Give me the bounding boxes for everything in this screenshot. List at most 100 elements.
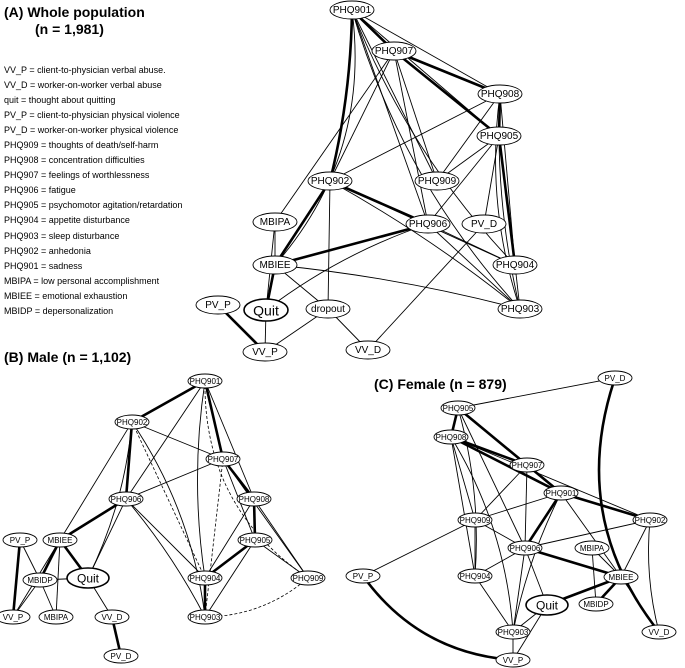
node-ellipse bbox=[307, 171, 353, 191]
edge-phq907-to-phq902 bbox=[329, 50, 395, 182]
edge-phq905-to-phq903 bbox=[204, 539, 256, 618]
edge-phq902-to-vv_d bbox=[648, 519, 660, 633]
node-phq908: PHQ908 bbox=[477, 84, 523, 104]
node-phq907: PHQ907 bbox=[205, 451, 241, 467]
node-pv-d: PV_D bbox=[597, 370, 633, 386]
node-label: PHQ901 bbox=[333, 5, 372, 16]
node-label: PHQ905 bbox=[443, 404, 474, 413]
node-ellipse bbox=[38, 609, 74, 625]
node-ellipse bbox=[632, 512, 668, 528]
edge-phq901-to-phq904 bbox=[197, 380, 206, 579]
node-ellipse bbox=[290, 570, 326, 586]
node-label: VV_P bbox=[3, 613, 23, 622]
edge-phq902-to-phq907 bbox=[131, 421, 224, 460]
edge-mbipa-to-mbidp bbox=[591, 547, 597, 605]
node-quit: Quit bbox=[66, 567, 110, 589]
node-vv-p: VV_P bbox=[495, 652, 531, 668]
node-ellipse bbox=[108, 491, 144, 507]
edge-phq907-to-phq906 bbox=[393, 50, 429, 225]
edge-phq901-to-phq903 bbox=[351, 9, 521, 310]
edge-phq908-to-phq909 bbox=[436, 93, 501, 182]
node-label: PHQ908 bbox=[239, 495, 270, 504]
legend-item: PHQ908 = concentration difficulties bbox=[4, 155, 145, 166]
node-label: MBIEE bbox=[609, 573, 634, 582]
node-phq908: PHQ908 bbox=[236, 491, 272, 507]
edge-phq908-to-phq909 bbox=[450, 436, 476, 521]
node-label: PHQ909 bbox=[418, 176, 457, 187]
node-ellipse bbox=[305, 299, 351, 319]
node-vv-p: VV_P bbox=[242, 342, 288, 362]
node-label: MBIDP bbox=[27, 576, 52, 585]
legend-item: PHQ904 = appetite disturbance bbox=[4, 215, 130, 226]
edge-phq905-to-phq906 bbox=[427, 135, 500, 225]
edge-phq906-to-phq903 bbox=[125, 498, 206, 618]
edge-pv_d-to-vv_d bbox=[597, 377, 661, 633]
node-ellipse bbox=[641, 624, 677, 640]
node-ellipse bbox=[252, 255, 298, 275]
node-vv-p: VV_P bbox=[0, 609, 31, 625]
edge-phq902-to-mbiee bbox=[59, 421, 133, 541]
node-label: PHQ909 bbox=[460, 516, 491, 525]
edge-phq908-to-phq904 bbox=[450, 436, 476, 577]
legend-item: VV_D = worker-on-worker verbal abuse bbox=[4, 80, 162, 91]
edge-phq901-to-phq906 bbox=[125, 380, 206, 500]
node-label: PHQ902 bbox=[311, 176, 350, 187]
edge-pv_d-to-phq905 bbox=[457, 377, 616, 409]
node-ellipse bbox=[578, 596, 614, 612]
edge-phq901-to-phq903 bbox=[512, 492, 562, 633]
node-phq903: PHQ903 bbox=[495, 624, 531, 640]
node-label: MBIDP bbox=[583, 600, 608, 609]
node-mbipa: MBIPA bbox=[574, 540, 610, 556]
node-phq906: PHQ906 bbox=[405, 214, 451, 234]
edge-phq901-to-mbiee bbox=[560, 492, 622, 578]
legend-item: PHQ903 = sleep disturbance bbox=[4, 230, 120, 241]
edge-phq901-to-phq907 bbox=[203, 380, 225, 460]
node-dropout: dropout bbox=[305, 299, 351, 319]
edge-phq901-to-phq902 bbox=[131, 379, 206, 424]
legend-item: VV_P = client-to-physician verbal abuse. bbox=[4, 65, 166, 75]
panel-a-title: (A) Whole population (n = 1,981) bbox=[4, 4, 145, 38]
node-phq906: PHQ906 bbox=[108, 491, 144, 507]
node-label: MBIEE bbox=[259, 260, 290, 271]
edge-phq908-to-phq903 bbox=[495, 93, 521, 310]
node-label: PV_P bbox=[205, 300, 231, 311]
node-ellipse bbox=[329, 0, 375, 20]
edge-phq905-to-pv_d bbox=[483, 135, 500, 225]
node-phq901: PHQ901 bbox=[543, 485, 579, 501]
edge-phq901-to-phq909 bbox=[204, 380, 309, 579]
node-pv-p: PV_P bbox=[345, 568, 381, 584]
node-label: PHQ904 bbox=[460, 572, 491, 581]
edge-phq901-to-phq906 bbox=[351, 9, 429, 225]
edge-phq901-to-phq908 bbox=[204, 380, 255, 500]
node-label: PHQ902 bbox=[117, 418, 148, 427]
node-ellipse bbox=[525, 594, 569, 616]
node-pv-p: PV_P bbox=[2, 532, 38, 548]
node-mbiee: MBIEE bbox=[603, 569, 639, 585]
node-ellipse bbox=[22, 572, 58, 588]
node-phq908: PHQ908 bbox=[433, 429, 469, 445]
edge-phq907-to-phq903 bbox=[204, 458, 224, 618]
node-label: VV_D bbox=[102, 613, 123, 622]
node-label: PV_D bbox=[111, 652, 132, 661]
node-label: VV_D bbox=[355, 345, 381, 356]
edge-phq905-to-phq904 bbox=[497, 135, 517, 266]
node-ellipse bbox=[42, 532, 78, 548]
edge-phq906-to-phq903 bbox=[427, 223, 521, 310]
edge-phq907-to-phq909 bbox=[222, 458, 309, 579]
node-ellipse bbox=[205, 451, 241, 467]
node-vv-d: VV_D bbox=[345, 340, 391, 360]
node-phq906: PHQ906 bbox=[507, 540, 543, 556]
node-ellipse bbox=[345, 568, 381, 584]
node-mbidp: MBIDP bbox=[22, 572, 58, 588]
legend-item: PHQ902 = anhedonia bbox=[4, 245, 91, 256]
edge-phq901-to-phq908 bbox=[351, 9, 501, 95]
node-phq904: PHQ904 bbox=[457, 568, 493, 584]
node-mbidp: MBIDP bbox=[578, 596, 614, 612]
node-ellipse bbox=[495, 652, 531, 668]
node-ellipse bbox=[477, 84, 523, 104]
node-ellipse bbox=[236, 491, 272, 507]
edge-phq901-to-phq904 bbox=[351, 9, 516, 266]
